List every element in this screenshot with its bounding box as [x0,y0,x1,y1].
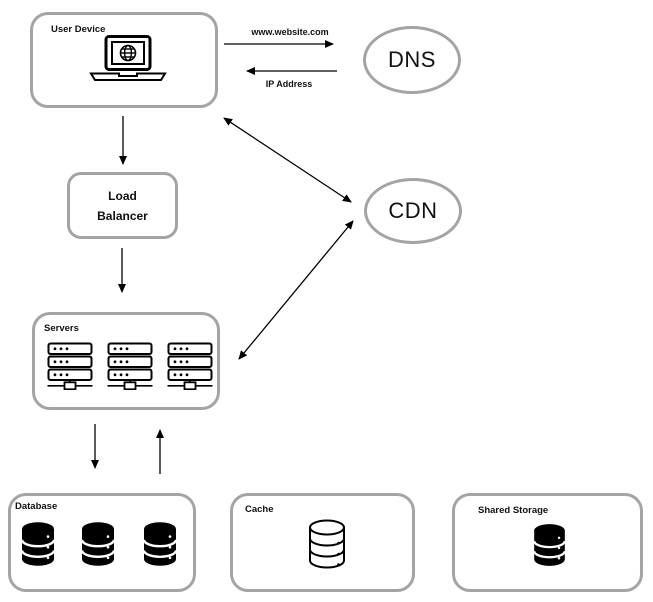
response-arrow-label: IP Address [265,79,313,89]
node-cdn: CDN [364,178,462,244]
cache-label: Cache [245,504,274,515]
node-user-device: User Device [30,12,218,108]
user-device-label: User Device [51,24,106,35]
load-balancer-label-line1: Load [108,188,137,203]
node-cache: Cache [230,493,415,592]
database-icon [21,521,55,567]
server-rack-icon [107,342,153,390]
server-rack-icon [167,342,213,390]
shared-storage-label: Shared Storage [478,505,549,516]
servers-label: Servers [44,323,79,334]
server-rack-icon [47,342,93,390]
node-servers: Servers [32,312,220,410]
database-outline-icon [308,519,346,569]
database-icon [81,521,115,567]
load-balancer-label-line2: Balancer [97,208,148,223]
arrow-user-device-cdn [223,117,352,203]
node-database: Database [8,493,196,592]
node-dns: DNS [363,26,461,94]
node-shared-storage: Shared Storage [452,493,643,592]
arrow-servers-cdn [238,220,354,360]
database-label: Database [15,501,58,512]
dns-label: DNS [388,47,436,72]
cdn-label: CDN [388,198,438,223]
load-balancer-label: Load Balancer [97,186,148,226]
request-arrow-label: www.website.com [251,27,329,37]
laptop-globe-icon [89,35,167,83]
database-icon [533,523,566,567]
node-load-balancer: Load Balancer [67,172,178,239]
database-icon [143,521,177,567]
